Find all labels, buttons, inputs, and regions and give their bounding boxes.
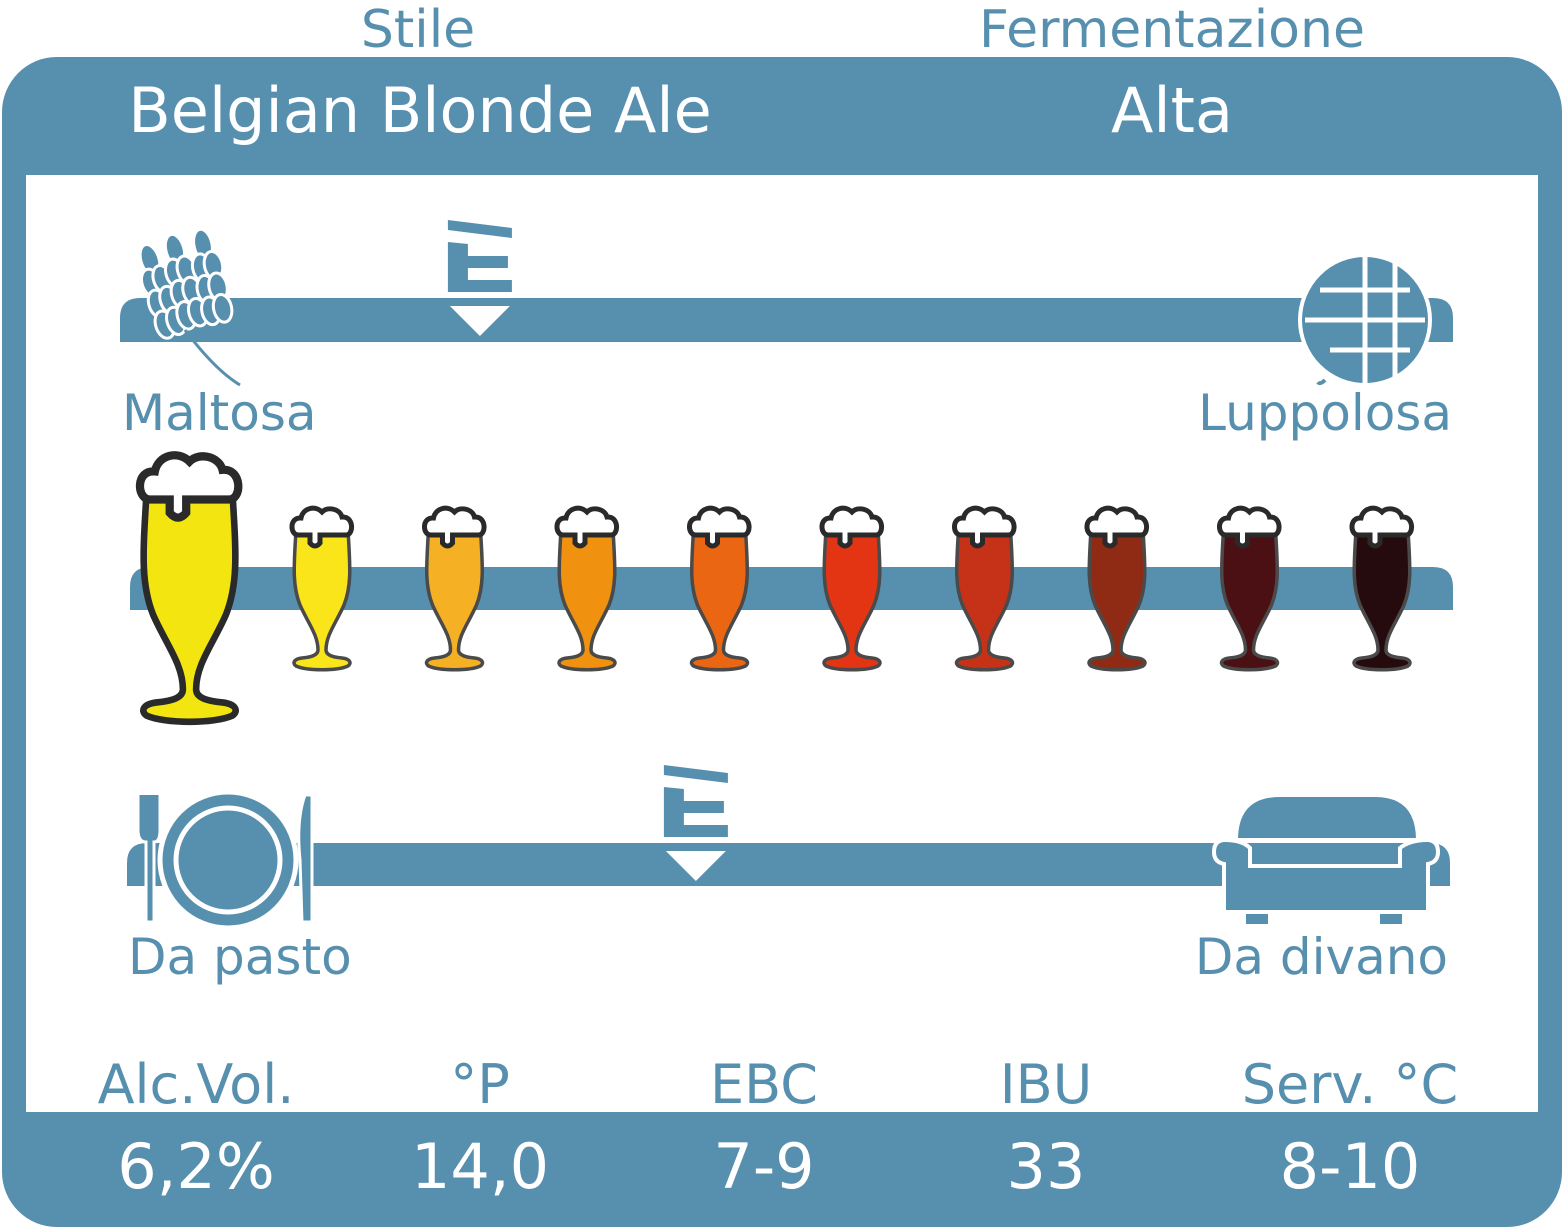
beer-glass bbox=[422, 505, 487, 672]
style-label: Stile bbox=[360, 0, 476, 60]
stat-label-abv: Alc.Vol. bbox=[97, 1053, 295, 1116]
taste-scale-marker bbox=[447, 220, 512, 336]
foam-icon bbox=[1217, 505, 1282, 549]
style-value: Belgian Blonde Ale bbox=[128, 74, 712, 147]
foam-icon bbox=[952, 505, 1017, 549]
beer-glass bbox=[1349, 505, 1414, 672]
fermentation-value: Alta bbox=[1111, 74, 1233, 147]
sofa-icon bbox=[1211, 793, 1441, 924]
stat-label-serving-temp: Serv. °C bbox=[1241, 1053, 1459, 1116]
beer-glass bbox=[289, 505, 354, 672]
plate-cutlery-icon bbox=[136, 789, 314, 931]
beer-glass bbox=[1217, 505, 1282, 672]
taste-right-label: Luppolosa bbox=[1198, 384, 1452, 442]
beer-glass bbox=[819, 505, 884, 672]
use-scale-marker bbox=[663, 765, 728, 881]
taste-scale-bar bbox=[120, 298, 1453, 342]
use-scale-bar bbox=[127, 843, 1450, 886]
wheat-icon bbox=[138, 227, 241, 387]
beer-glass bbox=[554, 505, 619, 672]
fermentation-label: Fermentazione bbox=[979, 0, 1365, 60]
stat-label-ibu: IBU bbox=[999, 1053, 1093, 1116]
stat-value-serving-temp: 8-10 bbox=[1279, 1130, 1421, 1203]
beer-glass bbox=[687, 505, 752, 672]
hop-icon bbox=[1298, 253, 1432, 387]
foam-icon bbox=[554, 505, 619, 549]
use-right-label: Da divano bbox=[1194, 928, 1448, 986]
foam-icon bbox=[687, 505, 752, 549]
foam-icon bbox=[289, 505, 354, 549]
stat-value-plato: 14,0 bbox=[410, 1130, 550, 1203]
stat-label-plato: °P bbox=[450, 1053, 510, 1116]
foam-icon bbox=[135, 451, 243, 522]
stat-value-ebc: 7-9 bbox=[713, 1130, 815, 1203]
beer-glass bbox=[1084, 505, 1149, 672]
stat-label-ebc: EBC bbox=[710, 1053, 818, 1116]
stat-value-abv: 6,2% bbox=[117, 1130, 275, 1203]
use-left-label: Da pasto bbox=[128, 928, 352, 986]
foam-icon bbox=[819, 505, 884, 549]
foam-icon bbox=[1084, 505, 1149, 549]
beer-color-glasses bbox=[135, 451, 1414, 726]
selected-beer-glass bbox=[135, 451, 243, 726]
taste-left-label: Maltosa bbox=[122, 384, 317, 442]
foam-icon bbox=[422, 505, 487, 549]
beer-glass bbox=[952, 505, 1017, 672]
foam-icon bbox=[1349, 505, 1414, 549]
stat-value-ibu: 33 bbox=[1006, 1130, 1086, 1203]
